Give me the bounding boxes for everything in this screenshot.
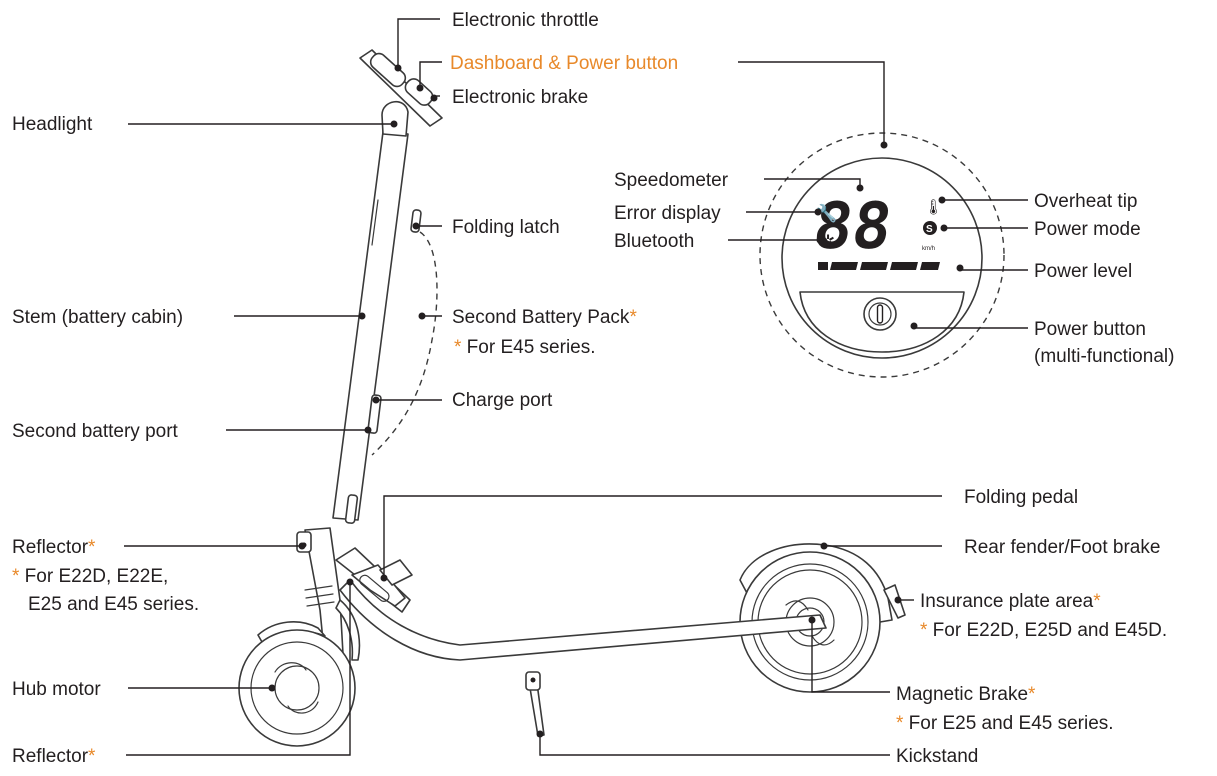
thermometer-icon: 🌡 — [924, 198, 943, 216]
label-insurance-plate: Insurance plate area* — [920, 591, 1101, 612]
note-insurance-plate: * For E22D, E25D and E45D. — [920, 620, 1167, 641]
second-battery-outline — [371, 231, 438, 456]
dashboard-zoom-ring — [759, 132, 1005, 378]
note-second-battery-pack: * For E45 series. — [454, 337, 596, 358]
label-power-mode: Power mode — [1034, 219, 1141, 240]
deck — [339, 579, 827, 661]
label-reflector-front: Reflector* — [12, 537, 96, 558]
label-power-button: Power button — [1034, 319, 1146, 340]
label-electronic-throttle: Electronic throttle — [452, 10, 599, 31]
label-error-display: Error display — [614, 203, 721, 224]
note-reflector-front-1: * For E22D, E22E, — [12, 566, 168, 587]
front-wheel — [238, 629, 356, 747]
label-speedometer: Speedometer — [614, 170, 729, 191]
label-folding-latch: Folding latch — [452, 217, 560, 238]
folding-pedal — [379, 559, 413, 586]
stem — [332, 131, 409, 521]
note-magnetic-brake: * For E25 and E45 series. — [896, 713, 1114, 734]
label-stem: Stem (battery cabin) — [12, 307, 183, 328]
label-power-button-sub: (multi-functional) — [1034, 346, 1174, 367]
dashboard-detail: 88 km/h 🔧 ✲ 🌡 S — [759, 132, 1005, 378]
label-rear-fender: Rear fender/Foot brake — [964, 537, 1160, 558]
label-dashboard-power-button: Dashboard & Power button — [450, 53, 678, 74]
note-reflector-front-2: E25 and E45 series. — [28, 594, 199, 615]
scooter-drawing — [238, 49, 906, 747]
fender-tail — [883, 584, 906, 619]
label-charge-port: Charge port — [452, 390, 553, 411]
label-power-level: Power level — [1034, 261, 1132, 282]
battery-level-bar — [818, 262, 940, 270]
label-second-battery-pack: Second Battery Pack* — [452, 307, 637, 328]
wrench-icon: 🔧 — [816, 203, 837, 224]
leader-lines — [124, 18, 1028, 756]
label-hub-motor: Hub motor — [12, 679, 101, 700]
labels: Electronic throttle Dashboard & Power bu… — [12, 10, 1174, 767]
speed-digits: 88 — [809, 189, 897, 264]
speed-unit: km/h — [922, 246, 935, 252]
label-magnetic-brake: Magnetic Brake* — [896, 684, 1036, 705]
power-mode-letter: S — [926, 224, 933, 235]
handlebar — [359, 49, 443, 137]
label-second-battery-port: Second battery port — [12, 421, 179, 442]
label-headlight: Headlight — [12, 114, 93, 135]
label-folding-pedal: Folding pedal — [964, 487, 1078, 508]
power-mode-icon — [923, 221, 937, 235]
label-bluetooth: Bluetooth — [614, 231, 694, 252]
bluetooth-icon: ✲ — [821, 232, 835, 252]
label-kickstand: Kickstand — [896, 746, 978, 767]
label-overheat-tip: Overheat tip — [1034, 191, 1138, 212]
label-electronic-brake: Electronic brake — [452, 87, 588, 108]
label-reflector-bottom: Reflector* — [12, 746, 96, 767]
